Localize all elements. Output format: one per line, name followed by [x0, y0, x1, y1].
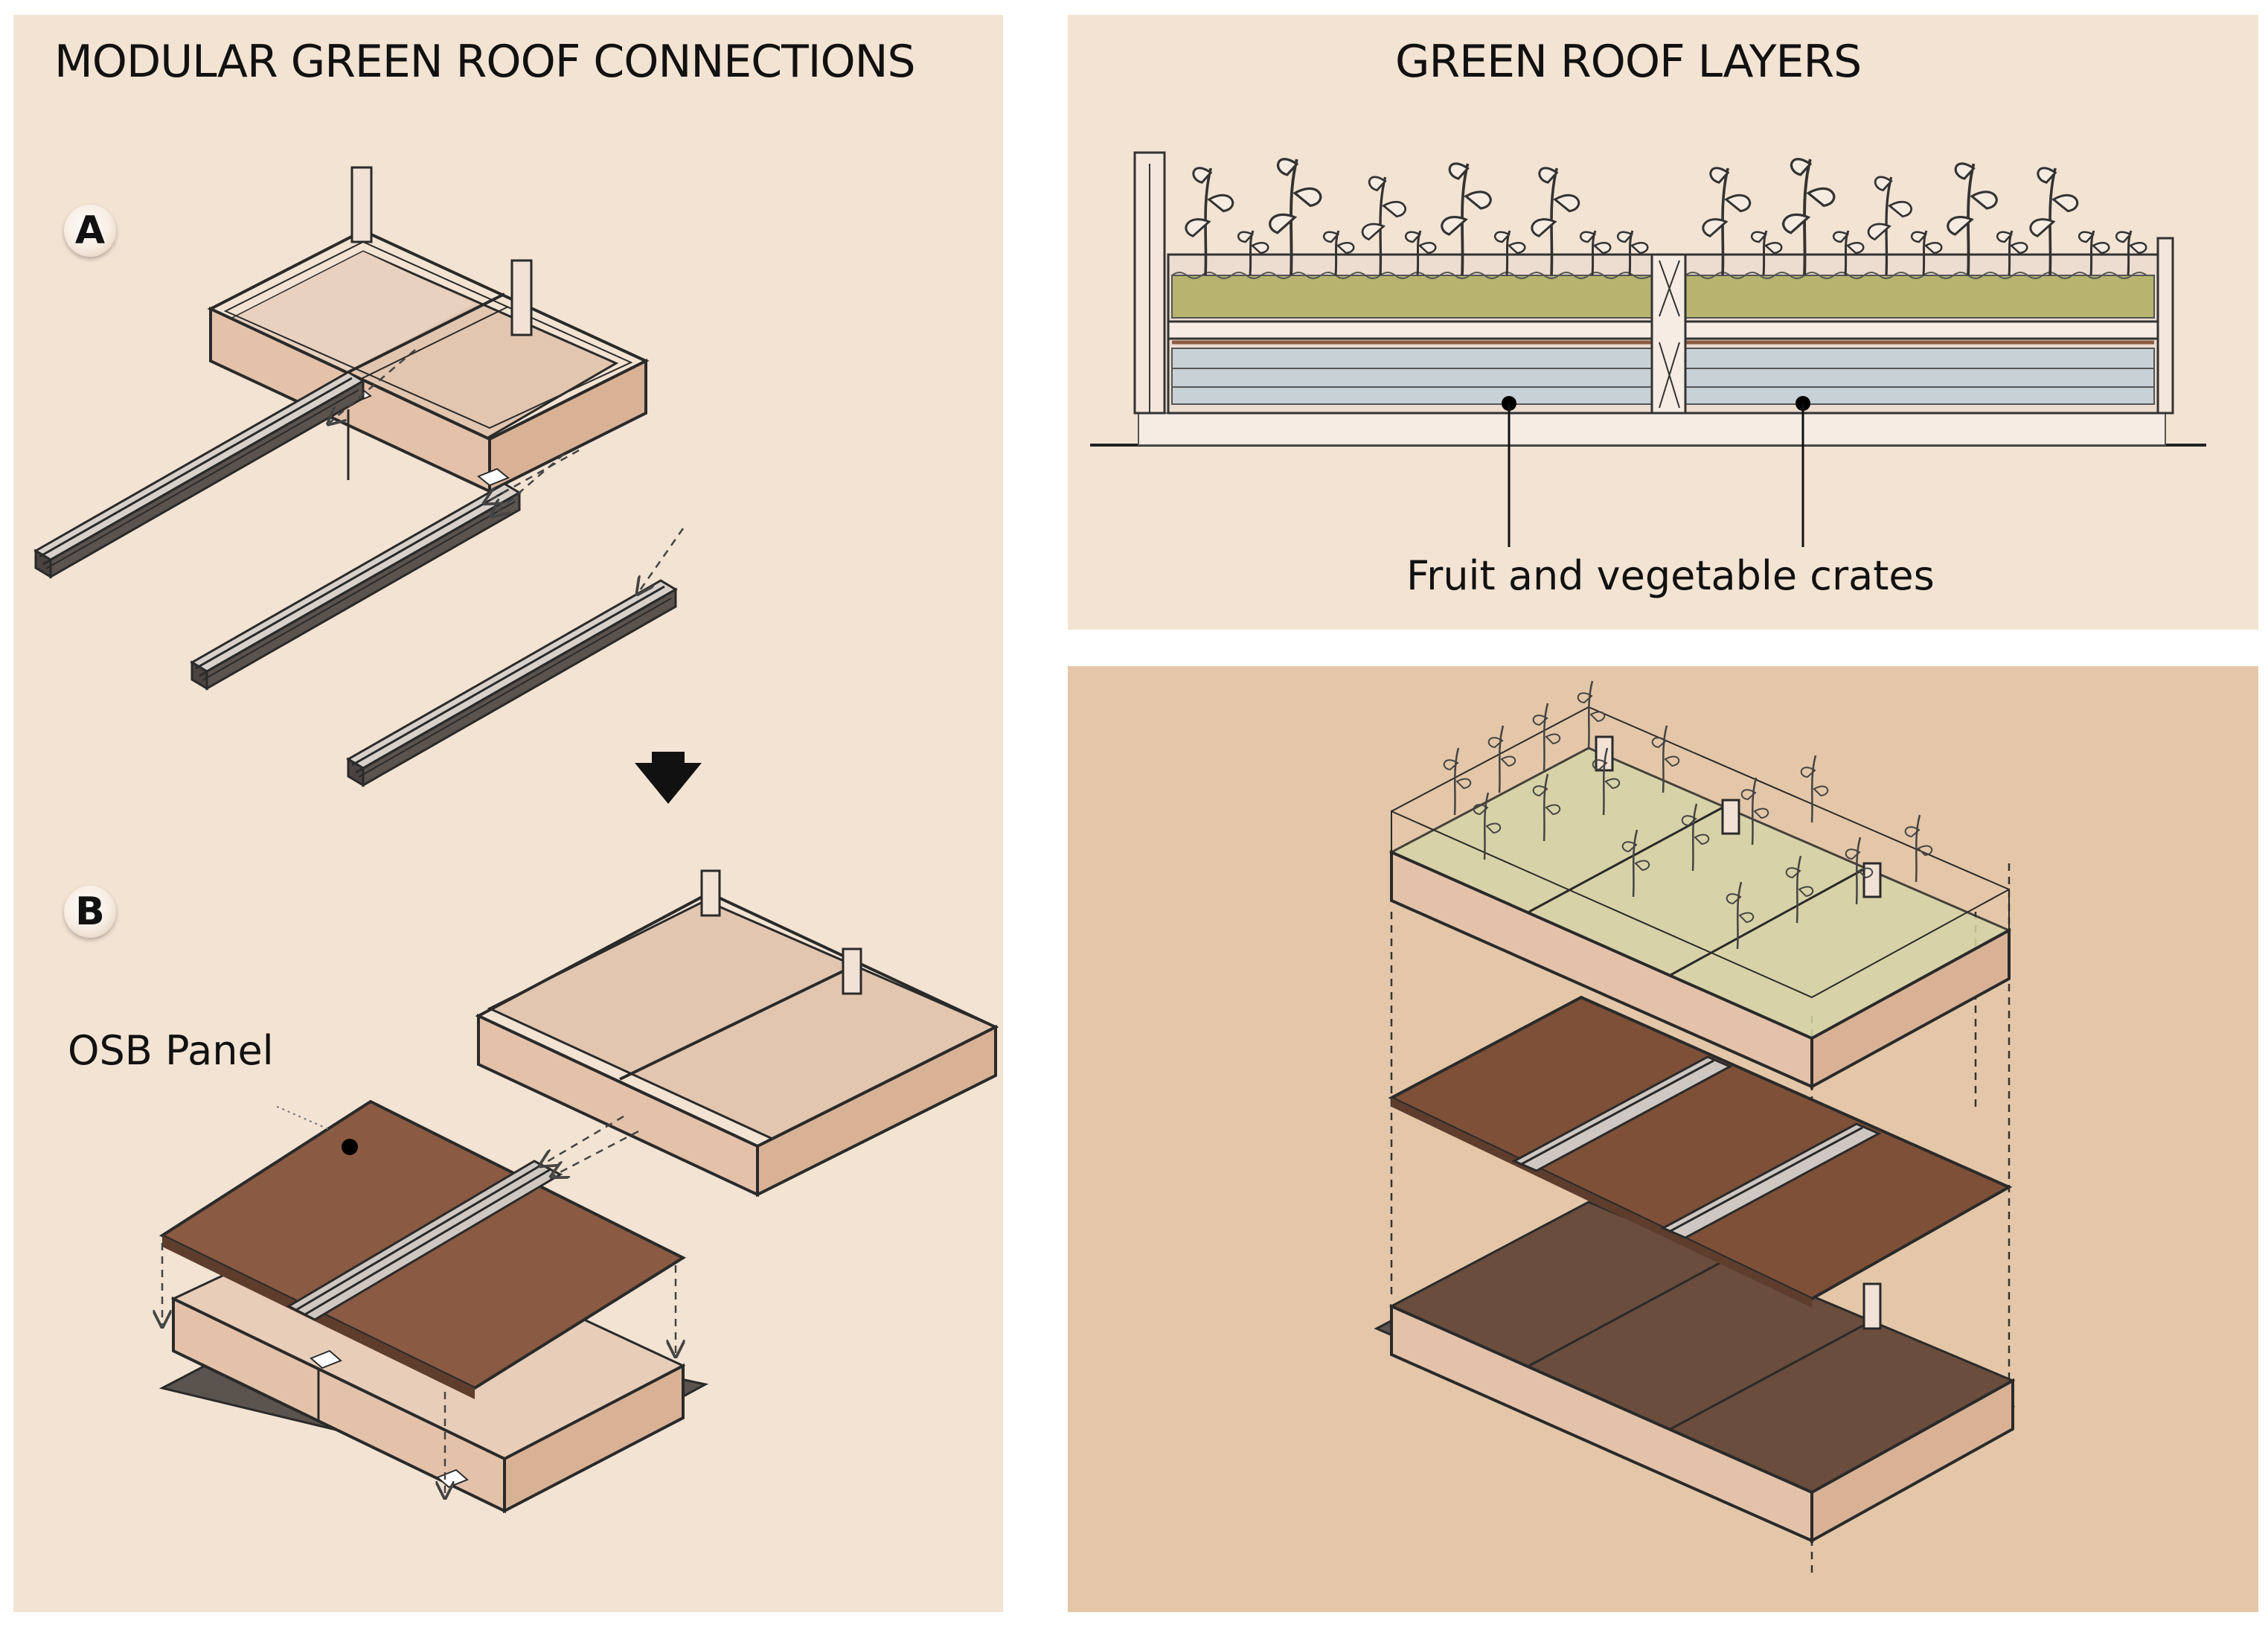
modular-connections-panel: MODULAR GREEN ROOF CONNECTIONS A B OSB P… — [13, 15, 1003, 1612]
step-b-crate-pair — [475, 869, 999, 1198]
crates-label: Fruit and vegetable crates — [1406, 552, 1935, 599]
center-connector — [1650, 253, 1687, 415]
connections-title: MODULAR GREEN ROOF CONNECTIONS — [54, 36, 916, 88]
step-a-rail-3 — [347, 579, 677, 787]
bottom-crate-layer — [1374, 1201, 2016, 1544]
layers-title: GREEN ROOF LAYERS — [1395, 36, 1862, 88]
step-b-connection-arrows — [162, 1105, 676, 1496]
roof-deck — [1138, 412, 2166, 446]
modular-connections-drawing — [34, 166, 999, 1514]
step-a-connection-arrows — [330, 349, 685, 592]
crates-leader-lines — [1502, 396, 1810, 547]
planted-crate-layer — [1388, 706, 2012, 1090]
osb-panel-shape — [158, 1099, 687, 1399]
green-roof-section-drawing — [1090, 151, 2206, 547]
osb-panel-layer — [1388, 995, 2013, 1308]
step-b-badge: B — [64, 886, 116, 938]
step-a-rail-2 — [190, 482, 521, 690]
exploded-axonometric-panel — [1068, 666, 2258, 1612]
osb-panel-label: OSB Panel — [68, 1027, 274, 1074]
exploded-axonometric-drawing — [1374, 680, 2016, 1574]
step-a-rail-1 — [34, 371, 365, 578]
step-a-badge: A — [64, 205, 116, 257]
down-arrow-icon — [635, 752, 702, 804]
green-roof-layers-panel: GREEN ROOF LAYERS Fruit and vegetable cr… — [1068, 15, 2258, 630]
